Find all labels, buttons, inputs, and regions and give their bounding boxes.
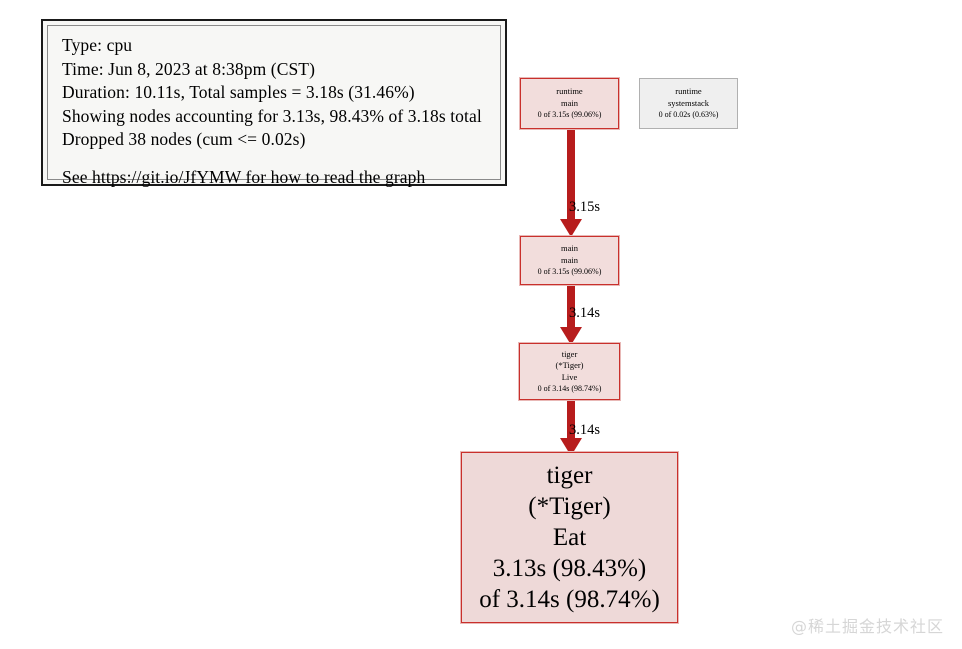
- node-method-label: Live: [561, 371, 578, 382]
- node-method-label: Eat: [552, 524, 587, 551]
- node-stat-label: 0 of 3.15s (99.06%): [537, 110, 602, 120]
- edge-shaft: [567, 400, 575, 440]
- node-cum-stat-label: of 3.14s (98.74%): [479, 586, 660, 613]
- node-function-label: main: [561, 97, 578, 108]
- profile-info-inner: Type: cpu Time: Jun 8, 2023 at 8:38pm (C…: [47, 25, 501, 187]
- node-receiver-label: (*Tiger): [528, 493, 611, 520]
- legend-line-type: Type: cpu: [62, 35, 133, 55]
- node-receiver-label: (*Tiger): [555, 360, 584, 370]
- node-package-label: tiger: [546, 462, 593, 489]
- node-stat-label: 0 of 3.15s (99.06%): [537, 267, 602, 277]
- legend-help-link[interactable]: See https://git.io/JfYMW for how to read…: [62, 166, 426, 187]
- arrowhead-icon: [560, 438, 582, 456]
- node-package-label: tiger: [561, 348, 578, 359]
- legend-line-showing: Showing nodes accounting for 3.13s, 98.4…: [62, 105, 482, 126]
- edge-shaft: [567, 129, 575, 221]
- node-function-label: main: [561, 254, 578, 265]
- edge-shaft: [567, 285, 575, 329]
- graph-edge-label: 3.14s: [569, 422, 601, 438]
- graph-node-main-main[interactable]: main main 0 of 3.15s (99.06%): [519, 235, 620, 286]
- arrowhead-icon: [560, 219, 582, 237]
- graph-edge-tiger-live-to-tiger-eat: [560, 400, 593, 460]
- graph-edge-label: 3.14s: [569, 305, 601, 321]
- node-stat-label: 0 of 3.14s (98.74%): [537, 384, 602, 393]
- graph-node-tiger-eat[interactable]: tiger (*Tiger) Eat 3.13s (98.43%) of 3.1…: [460, 451, 679, 624]
- node-package-label: main: [561, 243, 578, 254]
- graph-edge-main-main-to-tiger-live: [560, 285, 593, 350]
- graph-node-tiger-live[interactable]: tiger (*Tiger) Live 0 of 3.14s (98.74%): [518, 342, 621, 401]
- graph-edge-label: 3.15s: [569, 199, 601, 215]
- watermark: @稀土掘金技术社区: [790, 617, 944, 636]
- legend-line-duration: Duration: 10.11s, Total samples = 3.18s …: [62, 82, 415, 102]
- node-stat-label: 0 of 0.02s (0.63%): [658, 110, 719, 120]
- legend-line-dropped: Dropped 38 nodes (cum <= 0.02s): [62, 129, 306, 149]
- graph-edge-runtime-main-to-main-main: [560, 129, 593, 241]
- node-function-label: systemstack: [667, 97, 710, 108]
- node-package-label: runtime: [675, 86, 702, 97]
- arrowhead-icon: [560, 327, 582, 345]
- legend-spacer: [62, 152, 500, 166]
- node-package-label: runtime: [556, 86, 583, 97]
- graph-node-runtime-main[interactable]: runtime main 0 of 3.15s (99.06%): [519, 77, 620, 130]
- legend-line-time: Time: Jun 8, 2023 at 8:38pm (CST): [62, 58, 316, 79]
- node-flat-stat-label: 3.13s (98.43%): [492, 555, 647, 582]
- profile-info-box: Type: cpu Time: Jun 8, 2023 at 8:38pm (C…: [41, 19, 507, 187]
- graph-node-runtime-systemstack[interactable]: runtime systemstack 0 of 0.02s (0.63%): [639, 78, 738, 129]
